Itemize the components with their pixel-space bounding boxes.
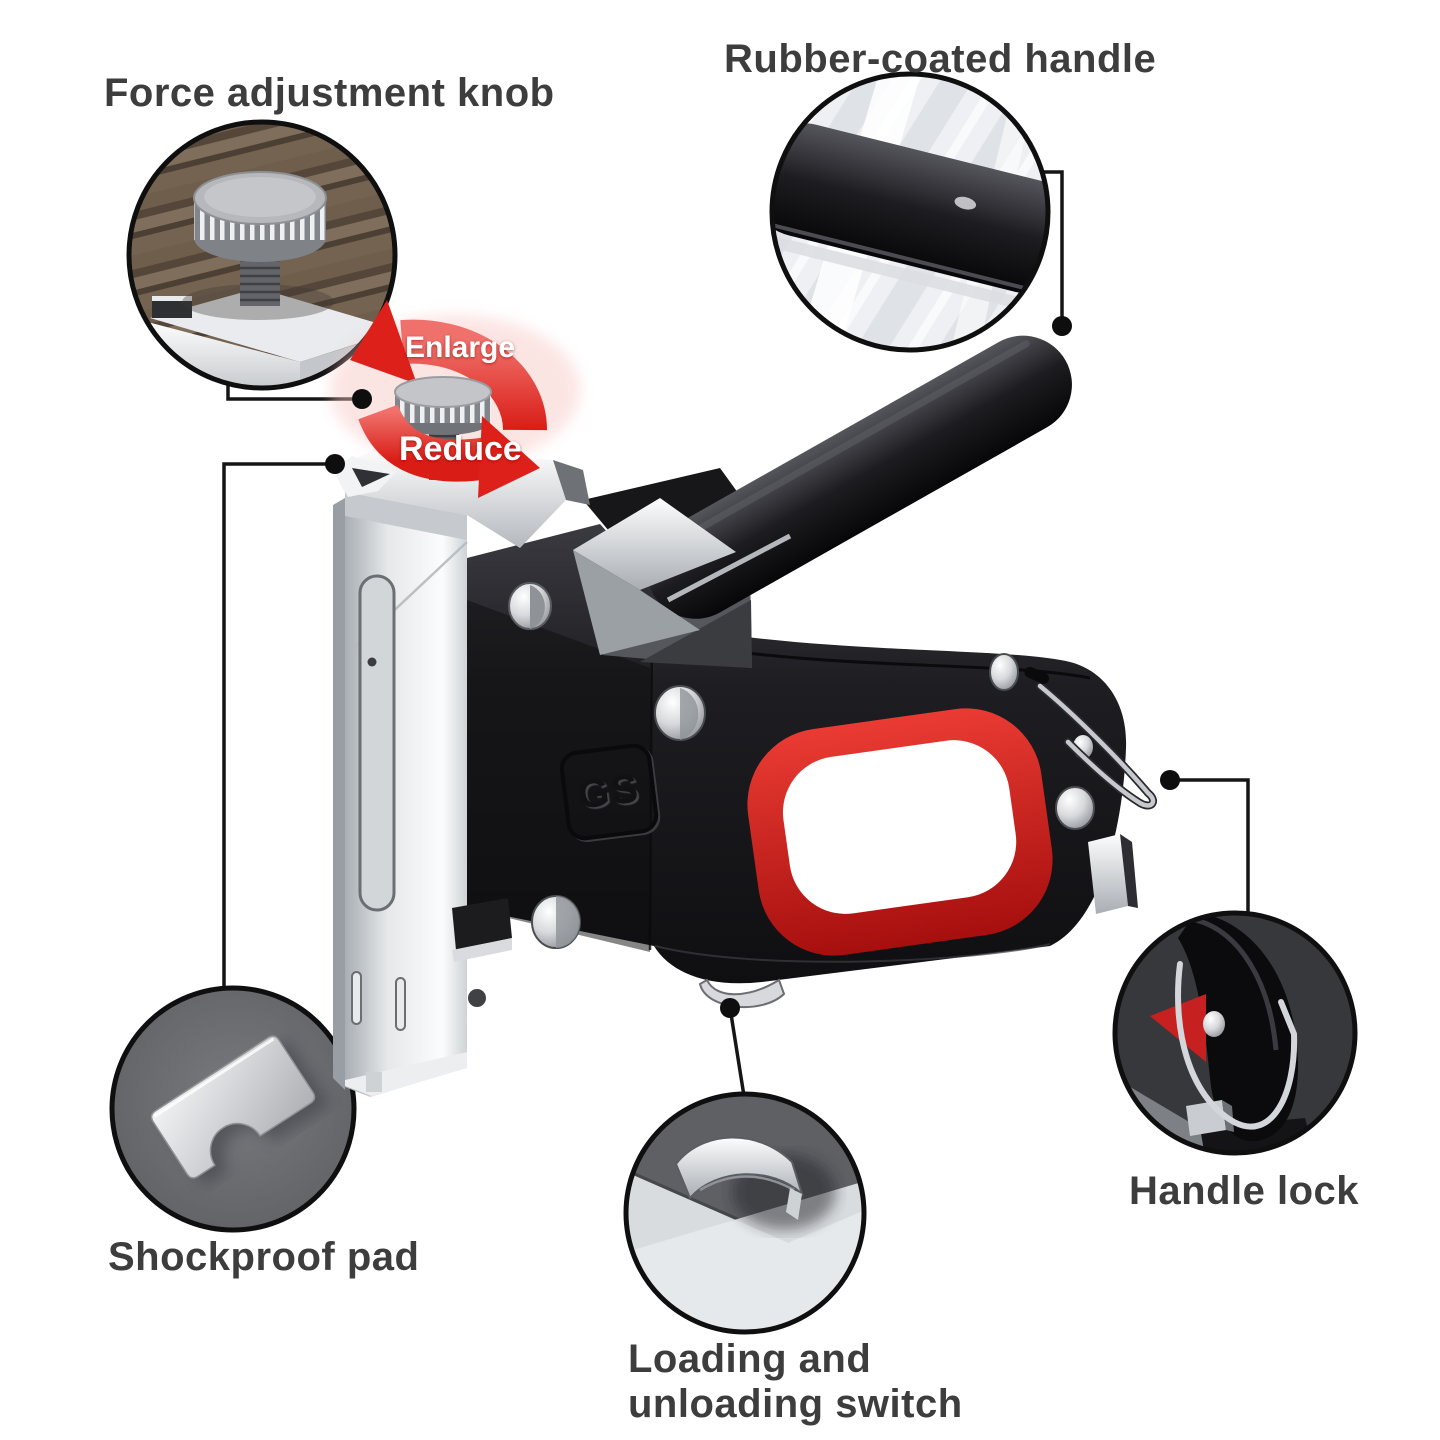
shockproof-pad-label: Shockproof pad bbox=[108, 1235, 420, 1279]
reduce-arrow bbox=[358, 403, 540, 498]
callout-ring-force-knob bbox=[126, 119, 398, 391]
loading-switch-label: Loading and unloading switch bbox=[628, 1337, 963, 1427]
callout-ring-handle-lock bbox=[1112, 910, 1358, 1156]
rubber-handle-label: Rubber-coated handle bbox=[724, 37, 1157, 81]
callout-circle-loading bbox=[623, 1091, 867, 1335]
leader-shockproof bbox=[222, 462, 331, 990]
callout-ring-handle bbox=[769, 71, 1051, 353]
rubber-handle bbox=[646, 335, 1072, 619]
staple-gun bbox=[330, 300, 1157, 1097]
staple-slide-switch bbox=[452, 898, 512, 962]
loading-switch bbox=[698, 978, 786, 1008]
rear-chrome-block bbox=[1088, 834, 1138, 914]
leader-handle-lock bbox=[1178, 778, 1250, 915]
callout-circle-shockproof bbox=[109, 985, 357, 1233]
grip-opening bbox=[747, 708, 1053, 956]
handle-lock-wire bbox=[1024, 666, 1157, 810]
force-knob-assembly bbox=[330, 300, 580, 498]
reduce-arrow-label: Reduce bbox=[399, 430, 522, 468]
leader-dots bbox=[325, 316, 1180, 1018]
callout-circle-handle bbox=[769, 71, 1051, 353]
force-knob-label: Force adjustment knob bbox=[104, 71, 555, 115]
body-rivets bbox=[531, 653, 1095, 949]
enlarge-arrow-label: Enlarge bbox=[405, 331, 516, 364]
callout-circle-handle-lock bbox=[1112, 910, 1358, 1156]
leader-loading bbox=[729, 1013, 746, 1097]
enlarge-arrow bbox=[350, 300, 548, 431]
callout-circle-force-knob bbox=[126, 119, 398, 391]
gs-brand-mark: GS bbox=[557, 741, 661, 843]
callout-ring-shockproof bbox=[109, 985, 357, 1233]
staple-magazine bbox=[333, 492, 486, 1097]
loading-switch-label-line1: Loading and bbox=[628, 1337, 872, 1381]
leader-handle bbox=[1044, 170, 1064, 318]
leader-lines bbox=[222, 170, 1250, 1097]
chrome-lever-wedge bbox=[573, 498, 736, 655]
callout-ring-loading bbox=[623, 1091, 867, 1335]
loading-switch-label-line2: unloading switch bbox=[628, 1382, 963, 1426]
handle-lock-label: Handle lock bbox=[1129, 1169, 1360, 1213]
